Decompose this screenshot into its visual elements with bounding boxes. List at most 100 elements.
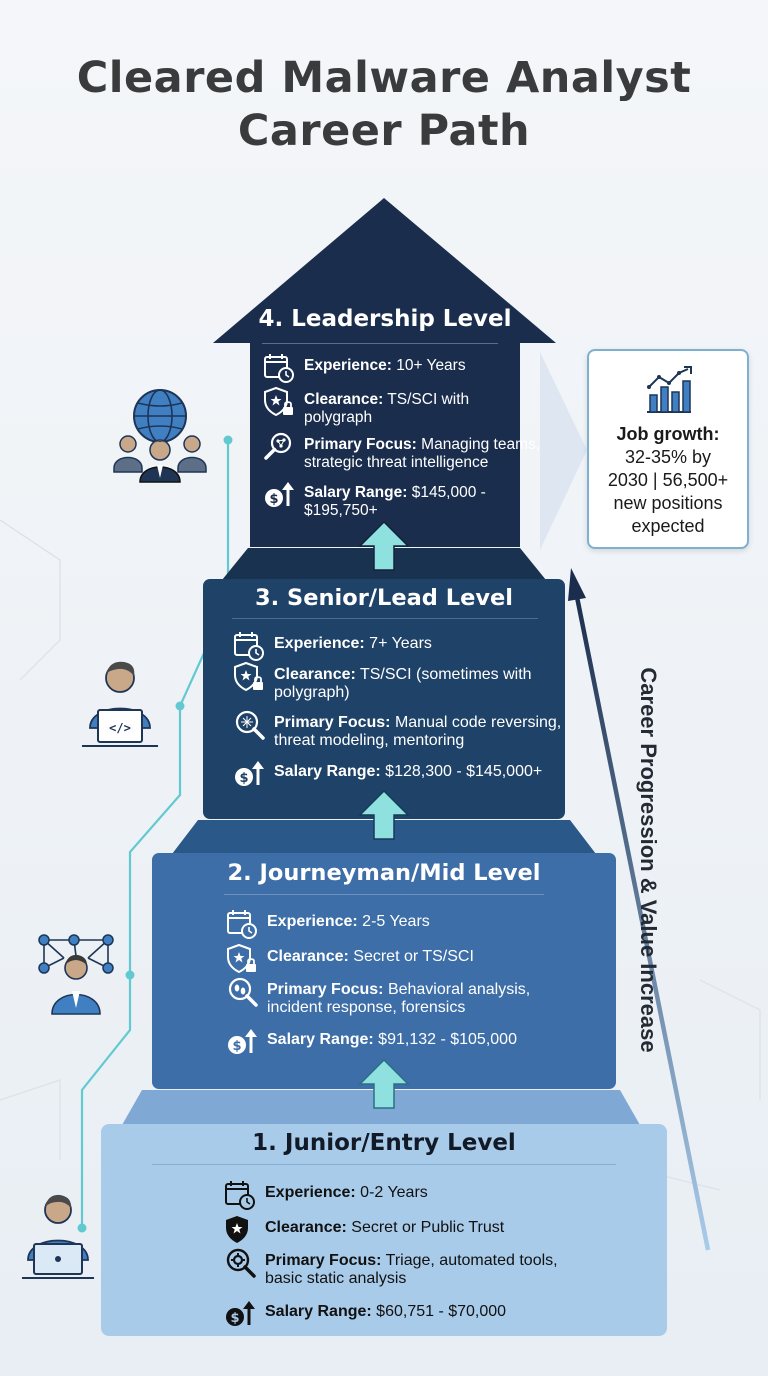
focus-value-line-2: threat modeling, mentoring [274,732,465,749]
shield-lock-icon [234,661,263,692]
svg-text:$: $ [232,1039,241,1054]
laptop-person-icon [22,1194,94,1279]
calendar-clock-icon [264,354,294,383]
level-3-experience-row: Experience: 7+ Years [232,632,432,663]
salary-value-line-1: $145,000 - [411,484,486,501]
salary-value: $60,751 - $70,000 [376,1303,507,1320]
calendar-clock-icon [234,632,264,661]
focus-label: Primary Focus: [265,1252,382,1269]
calendar-clock-icon [225,1181,255,1210]
level-1-clearance-row: Clearance: Secret or Public Trust [223,1216,505,1247]
level-4-focus-row: Primary Focus: Managing teams,strategic … [262,432,541,472]
focus-value-line-1: Managing teams, [421,436,541,453]
salary-label: Salary Range: [265,1303,372,1320]
up-arrow-2-to-3 [358,789,410,840]
level-1-focus-row: Primary Focus: Triage, automated tools,b… [223,1248,558,1288]
clearance-label: Clearance: [265,1219,347,1236]
growth-chart-icon [647,366,692,413]
developer-icon: </> [82,661,158,747]
clearance-value-line-2: polygraph [304,409,373,426]
title-line-1: Cleared Malware Analyst [76,53,692,103]
growth-line-2: 2030 | 56,500+ [607,470,729,490]
experience-value: 2-5 Years [362,913,430,930]
money-up-icon: $ [265,482,294,507]
salary-label: Salary Range: [267,1031,374,1048]
magnifier-icon [228,977,258,1007]
page-title: Cleared Malware Analyst Career Path [0,52,768,158]
level-2-salary-row: $ Salary Range: $91,132 - $105,000 [225,1029,517,1059]
experience-value: 7+ Years [369,635,432,652]
salary-value: $128,300 - $145,000+ [385,763,543,780]
focus-value-line-2: incident response, forensics [267,999,466,1016]
clearance-value-line-1: TS/SCI (sometimes with [359,666,532,683]
level-2-focus-row: Primary Focus: Behavioral analysis,incid… [225,977,531,1017]
focus-label: Primary Focus: [304,436,417,453]
level-1-title: 1. Junior/Entry Level [252,1130,516,1156]
experience-label: Experience: [304,357,392,374]
connector-dot-2 [125,970,135,980]
level-3-focus-row: Primary Focus: Manual code reversing,thr… [232,710,562,750]
clearance-value: Secret or TS/SCI [353,948,474,965]
clearance-value: Secret or Public Trust [351,1219,505,1236]
level-4-experience-row: Experience: 10+ Years [262,354,466,385]
shield-lock-icon [226,1216,248,1243]
level-1-divider [152,1164,616,1165]
level-1-salary-row: $ Salary Range: $60,751 - $70,000 [223,1301,507,1331]
shield-lock-icon [227,943,256,974]
clearance-label: Clearance: [304,391,384,408]
svg-text:$: $ [269,492,278,507]
connector-dot-1 [77,1223,87,1233]
growth-line-1: 32-35% by [624,447,712,467]
connector-dot-3 [175,701,185,711]
salary-value-line-2: $195,750+ [304,502,378,519]
job-growth-card: Job growth: 32-35% by 2030 | 56,500+ new… [587,349,749,549]
network-person-icon [38,934,114,1015]
focus-label: Primary Focus: [267,981,384,998]
magnifier-icon [264,432,292,460]
salary-label: Salary Range: [304,484,408,501]
money-up-icon: $ [228,1029,257,1054]
level-2-title: 2. Journeyman/Mid Level [227,860,541,886]
growth-label: Job growth: [616,424,720,444]
calendar-clock-icon [227,910,257,939]
svg-text:$: $ [230,1311,239,1326]
connector-dot-4 [223,435,233,445]
focus-label: Primary Focus: [274,714,391,731]
growth-pointer [540,352,587,550]
salary-label: Salary Range: [274,763,381,780]
level-4-salary-row: $ Salary Range: $145,000 - $195,750+ [262,482,486,520]
clearance-label: Clearance: [267,948,349,965]
focus-value-line-2: strategic threat intelligence [304,454,489,471]
clearance-value-line-1: TS/SCI with [387,391,470,408]
clearance-label: Clearance: [274,666,356,683]
experience-value: 10+ Years [396,357,466,374]
experience-value: 0-2 Years [360,1184,428,1201]
focus-value-line-1: Manual code reversing, [394,714,562,731]
globe-team-icon [113,389,207,483]
up-arrow-3-to-4 [358,520,410,571]
experience-label: Experience: [274,635,365,652]
experience-label: Experience: [267,913,358,930]
level-4-divider [262,343,498,344]
money-up-icon: $ [226,1301,255,1326]
level-3-clearance-row: Clearance: TS/SCI (sometimes with polygra… [232,661,532,702]
focus-value-line-2: basic static analysis [265,1270,407,1287]
level-3-divider [232,618,538,619]
progression-arrow [573,591,711,1251]
magnifier-icon [226,1248,256,1278]
progression-label-text: Career Progression & Value Increase [636,667,661,1053]
title-line-2: Career Path [237,106,531,156]
salary-value: $91,132 - $105,000 [378,1031,517,1048]
level-2-clearance-row: Clearance: Secret or TS/SCI [225,943,474,976]
level-4-clearance-row: Clearance: TS/SCI with polygraph [262,386,470,427]
level-2-divider [224,894,544,895]
shield-lock-icon [264,386,293,417]
focus-value-line-1: Behavioral analysis, [387,981,531,998]
level-3-salary-row: $ Salary Range: $128,300 - $145,000+ [232,761,543,791]
progression-arrowhead [568,568,586,601]
focus-value-line-1: Triage, automated tools, [385,1252,558,1269]
clearance-value-line-2: polygraph) [274,684,350,701]
svg-text:</>: </> [109,721,131,735]
level-1-experience-row: Experience: 0-2 Years [223,1181,428,1212]
